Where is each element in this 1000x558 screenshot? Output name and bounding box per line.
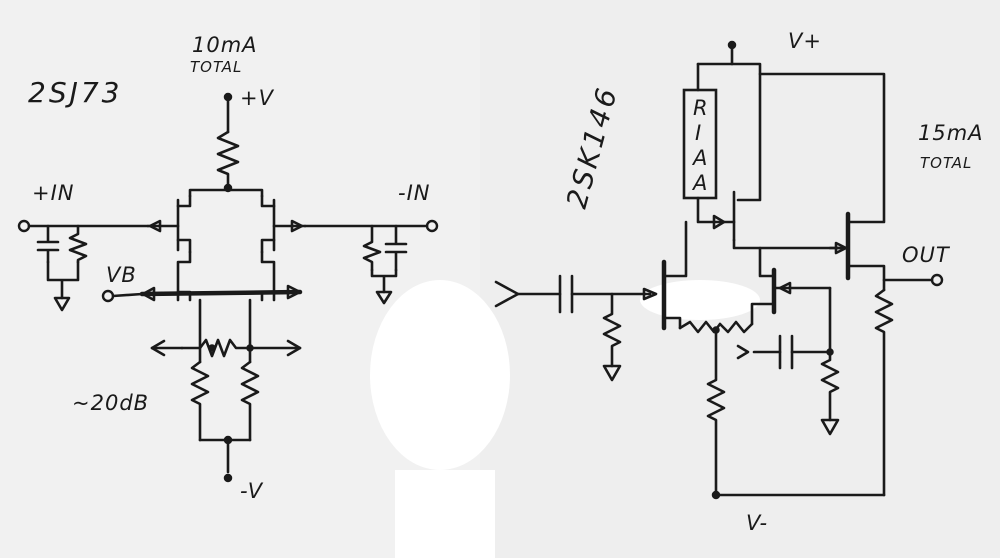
supply-node-pos-v — [223, 92, 233, 134]
plus-in-label: +IN — [32, 181, 75, 205]
vb-label: VB — [106, 263, 137, 287]
second-jfet — [750, 246, 832, 326]
cascode-jfet — [696, 190, 848, 250]
riaa-letter-i: I — [695, 121, 702, 145]
vb-node — [101, 289, 144, 303]
left-supply-pos: +V — [240, 86, 275, 110]
source-resistor — [706, 328, 726, 497]
output-label: OUT — [902, 243, 951, 267]
right-input-jfet — [260, 194, 307, 254]
plus-in-input — [17, 219, 150, 312]
output-jfet — [828, 211, 944, 497]
feedback-network — [736, 286, 840, 436]
right-supply-pos: V+ — [788, 29, 822, 53]
left-input-jfet — [146, 194, 192, 254]
left-current-label: 10mA — [192, 33, 258, 57]
vminus-rail — [711, 490, 886, 500]
left-current-note: TOTAL — [190, 58, 242, 76]
minus-in-label: -IN — [398, 181, 430, 205]
tail-resistor — [216, 130, 240, 190]
paper-glare — [640, 280, 760, 320]
paper-gap — [395, 470, 495, 558]
paper-highlight — [370, 280, 510, 470]
left-differential-circuit — [17, 92, 439, 483]
input-stage — [494, 274, 658, 382]
riaa-network — [682, 88, 718, 200]
riaa-letter-a2: A — [691, 171, 708, 195]
right-jfet-circuit — [494, 40, 944, 500]
vplus-rail — [696, 40, 886, 224]
gain-label: ~20dB — [72, 391, 149, 415]
right-supply-neg: V- — [746, 511, 768, 535]
riaa-letter-r: R — [693, 96, 709, 120]
output-network — [150, 298, 302, 483]
right-current-label: 15mA — [918, 121, 984, 145]
supply-node-neg-v — [223, 473, 233, 483]
bias-line — [139, 284, 303, 302]
left-paper — [0, 0, 480, 558]
minus-in-input — [303, 219, 439, 305]
left-supply-neg: -V — [240, 479, 264, 503]
riaa-letter-a1: A — [691, 146, 708, 170]
left-part-label: 2SJ73 — [28, 76, 122, 109]
right-current-note: TOTAL — [920, 154, 972, 172]
